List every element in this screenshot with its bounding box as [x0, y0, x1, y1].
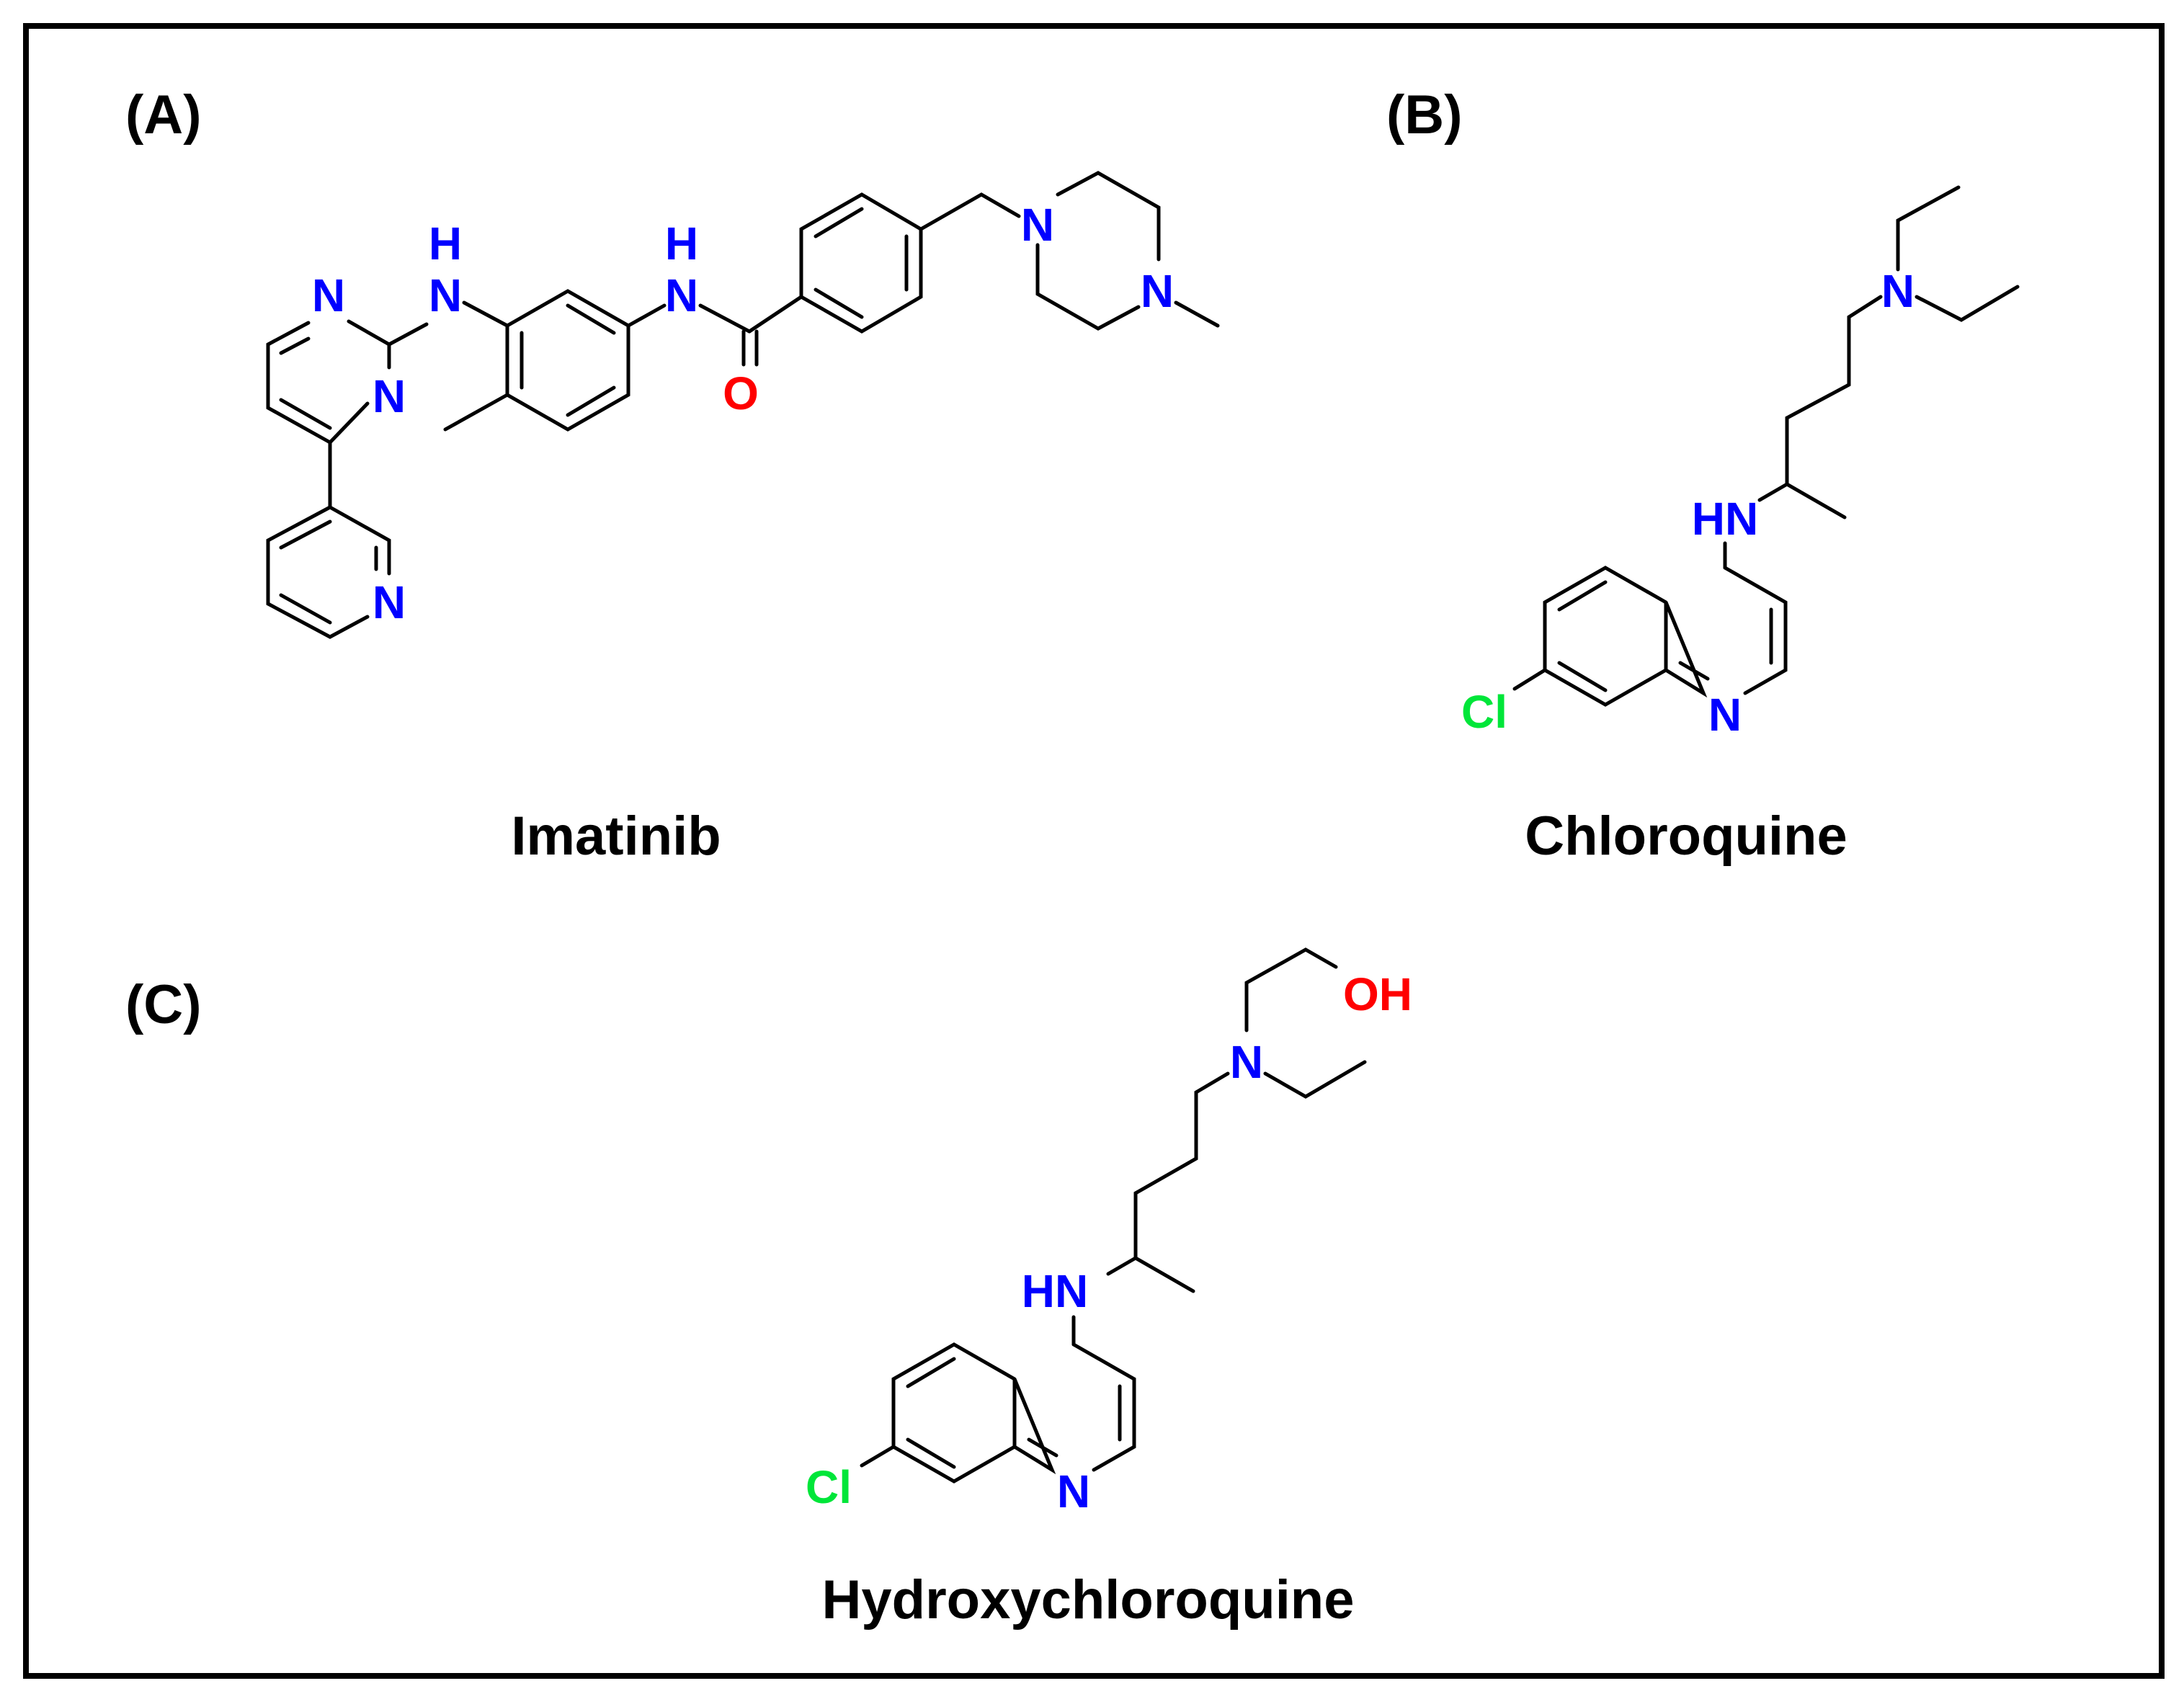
- imatinib-piperazine-ring: [1035, 171, 1161, 331]
- imatinib-amide-c-bond: [698, 303, 752, 334]
- imatinib-atom-pyridine-n: N: [373, 576, 406, 628]
- hydroxychloroquine-hydroxyethyl: [1244, 947, 1338, 1032]
- imatinib-atom-h1: H: [429, 218, 462, 269]
- hydroxychloroquine-caption: Hydroxychloroquine: [822, 1569, 1355, 1631]
- imatinib-atom-carbonyl-o: O: [723, 367, 759, 419]
- chloroquine-ethyl-2: [1915, 285, 2020, 322]
- chloroquine-atom-cl: Cl: [1461, 686, 1507, 738]
- imatinib-atom-pyrim-n1: N: [312, 269, 345, 321]
- chloroquine-ethyl-1: [1896, 185, 1961, 272]
- hydroxychloroquine-atom-hn: HN: [1022, 1265, 1088, 1317]
- imatinib-methyl-bond: [443, 393, 509, 432]
- imatinib-atom-pip-n1: N: [1021, 199, 1054, 251]
- imatinib-pyridine-inner-bonds: [279, 519, 378, 625]
- imatinib-atom-labels: H N H N N N N O N N: [312, 199, 1174, 628]
- panel-label-a: (A): [125, 84, 202, 146]
- chloroquine-quinoline-pyridine-ring: [1664, 566, 1788, 698]
- chloroquine-atom-n-amine: N: [1881, 265, 1915, 317]
- panel-label-b: (B): [1386, 84, 1463, 146]
- imatinib-benzene-inner-bonds: [814, 207, 909, 319]
- imatinib-structure: [266, 171, 1220, 639]
- imatinib-aryl-inner-bonds: [520, 303, 616, 417]
- hydroxychloroquine-quinoline-pyridine-ring: [1012, 1342, 1136, 1475]
- imatinib-amine-bond-1: [387, 322, 429, 347]
- hydroxychloroquine-atom-oh: OH: [1343, 968, 1412, 1020]
- chloroquine-chain: [1757, 295, 1883, 519]
- imatinib-caption: Imatinib: [511, 806, 721, 867]
- imatinib-pyridine-ring: [266, 505, 391, 639]
- chloroquine-quinoline-benzo-ring: [1543, 566, 1668, 707]
- imatinib-benzoyl-bond: [747, 295, 803, 334]
- chloroquine-structure: [1512, 185, 2020, 707]
- hydroxychloroquine-atom-cl: Cl: [806, 1461, 852, 1513]
- hydroxychloroquine-quinoline-pyridine-inner: [1027, 1384, 1122, 1458]
- chloroquine-quinoline-benzo-inner: [1557, 580, 1608, 692]
- chloroquine-atom-labels: N HN N Cl: [1461, 265, 1915, 741]
- chloroquine-caption: Chloroquine: [1525, 806, 1848, 867]
- hydroxychloroquine-atom-n-amine: N: [1230, 1036, 1263, 1088]
- hydroxychloroquine-ethyl: [1263, 1060, 1367, 1099]
- imatinib-atom-n2: N: [665, 269, 698, 321]
- imatinib-atom-h2: H: [665, 218, 698, 269]
- chloroquine-chloro-bond: [1512, 668, 1547, 691]
- hydroxychloroquine-chloro-bond: [860, 1445, 896, 1468]
- hydroxychloroquine-atom-ring-n: N: [1057, 1466, 1090, 1517]
- chloroquine-quinoline-pyridine-inner: [1678, 607, 1773, 681]
- hydroxychloroquine-structure: [860, 947, 1367, 1484]
- imatinib-amide-nh-bond: [626, 303, 667, 328]
- hydroxychloroquine-quinoline-benzo-ring: [891, 1342, 1017, 1484]
- imatinib-pyrimidine-inner-bonds: [279, 336, 332, 430]
- panel-label-c: (C): [125, 974, 202, 1035]
- hydroxychloroquine-atom-labels: OH N HN N Cl: [806, 968, 1412, 1517]
- hydroxychloroquine-chain: [1106, 1071, 1230, 1293]
- imatinib-n-methyl-bond: [1174, 300, 1220, 328]
- hydroxychloroquine-quinoline-benzo-inner: [906, 1357, 956, 1469]
- imatinib-atom-pip-n2: N: [1141, 265, 1174, 317]
- figure-frame: [23, 23, 2165, 1679]
- chloroquine-atom-ring-n: N: [1708, 689, 1742, 741]
- imatinib-atom-pyrim-n2: N: [373, 370, 406, 422]
- imatinib-benzyl-bond: [919, 192, 1021, 231]
- imatinib-carbonyl-bond: [741, 329, 759, 367]
- imatinib-amine-bond-2: [462, 300, 509, 328]
- imatinib-atom-n1: N: [429, 269, 462, 321]
- chloroquine-atom-hn: HN: [1692, 493, 1758, 545]
